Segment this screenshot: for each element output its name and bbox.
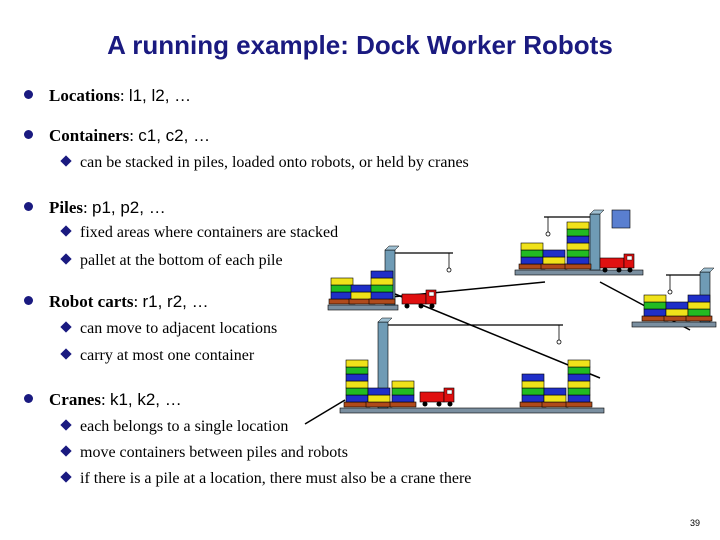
page-number: 39	[690, 518, 701, 528]
crane-hook	[667, 289, 673, 295]
container	[370, 270, 394, 279]
bullet-dot-icon	[24, 130, 33, 139]
bullet-label: Piles	[49, 198, 83, 217]
bullet-diamond-icon	[60, 445, 72, 457]
sub-bullet: can be stacked in piles, loaded onto rob…	[60, 154, 469, 172]
track-2	[394, 293, 601, 379]
bullet-value: p1, p2, …	[91, 198, 166, 217]
crane-top	[377, 317, 393, 323]
robot-wheel	[422, 401, 428, 407]
container	[391, 380, 415, 389]
bullet-diamond-icon	[60, 419, 72, 431]
robot-wheel	[418, 303, 424, 309]
robot-wheel	[436, 401, 442, 407]
bullet-value: k1, k2, …	[109, 390, 182, 409]
location-1	[514, 209, 644, 276]
container	[520, 242, 544, 251]
bullet-label: Robot carts	[49, 292, 134, 311]
container-pile-icon	[564, 221, 592, 270]
container	[643, 294, 667, 303]
bullet-label: Locations	[49, 86, 120, 105]
container	[543, 387, 567, 396]
dock-platform	[327, 304, 399, 311]
container	[567, 359, 591, 368]
container-pile-icon	[368, 270, 396, 305]
container	[521, 373, 545, 382]
container-pile-icon	[565, 359, 593, 408]
robot-cart-icon	[401, 289, 437, 309]
robot-wheel	[616, 267, 622, 273]
location-3	[631, 267, 717, 328]
bullet-value: r1, r2, …	[142, 292, 209, 311]
crane-top	[699, 267, 715, 273]
robot-cart-icon	[419, 387, 455, 407]
dock-platform	[514, 269, 644, 276]
robot-window	[626, 255, 633, 261]
bullet-dot-icon	[24, 394, 33, 403]
crane-hook	[545, 231, 551, 237]
track-4	[304, 399, 346, 425]
bullet-dot-icon	[24, 202, 33, 211]
crane-top	[589, 209, 605, 215]
bullet-containers: Containers: c1, c2, …	[24, 126, 210, 146]
bullet-diamond-icon	[60, 348, 72, 360]
container	[367, 387, 391, 396]
sub-bullet: move containers between piles and robots	[60, 444, 348, 462]
slide-title: A running example: Dock Worker Robots	[107, 30, 613, 60]
bullet-value: c1, c2, …	[138, 126, 211, 145]
sub-bullet: if there is a pile at a location, there …	[60, 470, 471, 488]
sub-bullet: pallet at the bottom of each pile	[60, 252, 283, 270]
bullet-diamond-icon	[60, 155, 72, 167]
bullet-diamond-icon	[60, 253, 72, 265]
bullet-diamond-icon	[60, 225, 72, 237]
bullet-diamond-icon	[60, 321, 72, 333]
robot-wheel	[602, 267, 608, 273]
robot-window	[446, 389, 453, 395]
container	[330, 277, 354, 286]
held-container	[611, 209, 631, 229]
sub-bullet: fixed areas where containers are stacked	[60, 224, 338, 242]
robot-window	[428, 291, 435, 297]
crane-icon	[544, 209, 605, 271]
robot-wheel	[627, 267, 633, 273]
container-pile-icon	[541, 387, 569, 408]
sub-bullet: can move to adjacent locations	[60, 320, 277, 338]
sub-bullet: each belongs to a single location	[60, 418, 288, 436]
crane-hook	[446, 267, 452, 273]
robot-wheel	[404, 303, 410, 309]
location-2	[327, 245, 453, 311]
bullet-diamond-icon	[60, 471, 72, 483]
bullet-label: Containers	[49, 126, 130, 145]
bullet-robot-carts: Robot carts: r1, r2, …	[24, 292, 209, 312]
bullet-dot-icon	[24, 296, 33, 305]
bullet-cranes: Cranes: k1, k2, …	[24, 390, 182, 410]
bullet-piles: Piles: p1, p2, …	[24, 198, 166, 218]
bullet-locations: Locations: l1, l2, …	[24, 86, 191, 106]
bullet-label: Cranes	[49, 390, 101, 409]
container-pile-icon	[365, 387, 393, 408]
container-pile-icon	[389, 380, 417, 408]
container-pile-icon	[685, 294, 713, 322]
dock-platform	[631, 321, 717, 328]
container	[687, 294, 711, 303]
robot-cart-icon	[599, 253, 635, 273]
crane-hook	[556, 339, 562, 345]
crane-icon	[377, 317, 563, 409]
robot-wheel	[447, 401, 453, 407]
dock-platform	[339, 407, 605, 414]
crane-top	[384, 245, 400, 251]
robot-wheel	[429, 303, 435, 309]
container	[566, 221, 590, 230]
location-4	[339, 317, 605, 414]
container	[345, 359, 369, 368]
bullet-dot-icon	[24, 90, 33, 99]
bullet-value: l1, l2, …	[128, 86, 192, 105]
container	[542, 249, 566, 258]
sub-bullet: carry at most one container	[60, 347, 254, 365]
